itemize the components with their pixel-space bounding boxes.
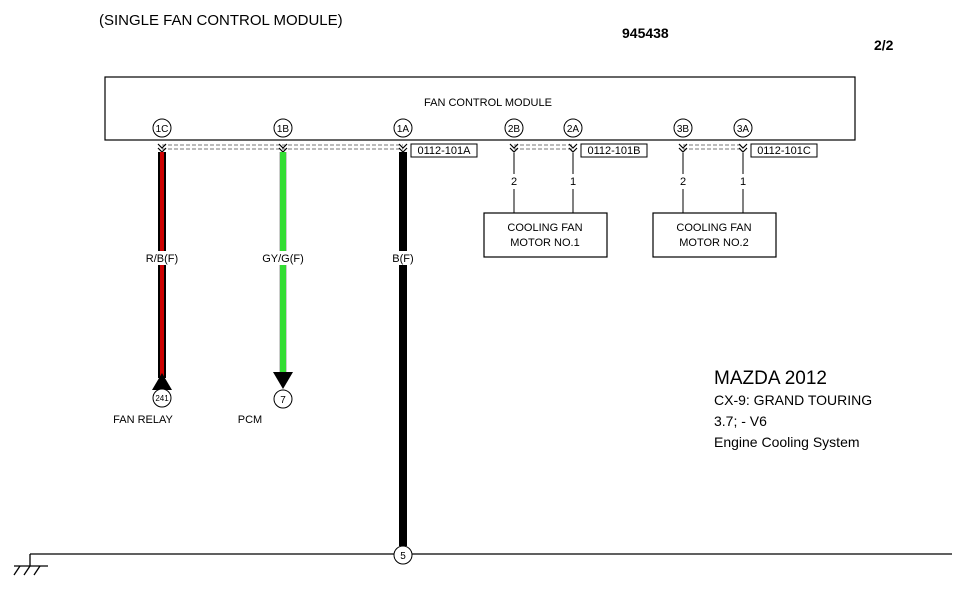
wire-rb-label-bg bbox=[143, 251, 183, 265]
ground-ref: 5 bbox=[393, 545, 413, 565]
module-pin-3a: 3A bbox=[733, 118, 753, 138]
svg-text:1C: 1C bbox=[156, 124, 169, 135]
ground-symbol-icon bbox=[13, 554, 48, 576]
wire-gyg-label: GY/G(F) bbox=[262, 253, 304, 265]
module-pin-2b: 2B bbox=[504, 118, 524, 138]
motor-wires bbox=[513, 153, 744, 213]
svg-text:MOTOR NO.2: MOTOR NO.2 bbox=[679, 237, 748, 249]
page-number: 2/2 bbox=[874, 37, 894, 53]
module-pin-1b: 1B bbox=[273, 118, 293, 138]
svg-text:241: 241 bbox=[155, 394, 169, 403]
vehicle-model: CX-9: GRAND TOURING bbox=[714, 392, 872, 408]
module-pin-3b: 3B bbox=[673, 118, 693, 138]
pcm-ref: 7 bbox=[273, 389, 293, 409]
svg-text:1B: 1B bbox=[277, 124, 290, 135]
svg-text:COOLING FAN: COOLING FAN bbox=[676, 222, 751, 234]
svg-text:0112-101C: 0112-101C bbox=[757, 145, 811, 157]
svg-text:5: 5 bbox=[400, 551, 406, 562]
svg-text:2A: 2A bbox=[567, 124, 580, 135]
cooling-fan-motor-2: COOLING FAN MOTOR NO.2 bbox=[652, 212, 777, 258]
cooling-fan-motor-1: COOLING FAN MOTOR NO.1 bbox=[483, 212, 608, 258]
connector-label-b: 0112-101B bbox=[580, 143, 648, 158]
svg-text:2B: 2B bbox=[508, 124, 521, 135]
motor2-pin-right: 1 bbox=[740, 176, 746, 188]
svg-text:7: 7 bbox=[280, 395, 286, 406]
connector-label-a: 0112-101A bbox=[410, 143, 478, 158]
svg-text:0112-101A: 0112-101A bbox=[417, 145, 471, 157]
fan-relay-label: FAN RELAY bbox=[113, 414, 173, 426]
vehicle-system: Engine Cooling System bbox=[714, 434, 860, 450]
vehicle-make-year: MAZDA 2012 bbox=[714, 368, 827, 389]
module-pin-1a: 1A bbox=[393, 118, 413, 138]
motor1-pin-left: 2 bbox=[511, 176, 517, 188]
wire-b-label: B(F) bbox=[392, 253, 413, 265]
diagram-id: 945438 bbox=[622, 25, 669, 41]
motor1-pin-right: 1 bbox=[570, 176, 576, 188]
diagram-subtitle: (SINGLE FAN CONTROL MODULE) bbox=[99, 12, 343, 29]
svg-text:MOTOR NO.1: MOTOR NO.1 bbox=[510, 237, 579, 249]
connector-c-dashed-line bbox=[683, 144, 743, 150]
wire-b-label-bg bbox=[388, 251, 418, 265]
fan-control-module-label: FAN CONTROL MODULE bbox=[424, 97, 552, 109]
module-pin-1c: 1C bbox=[152, 118, 172, 138]
connector-a-dashed-line bbox=[162, 144, 403, 150]
svg-text:3B: 3B bbox=[677, 124, 690, 135]
wire-rb-label: R/B(F) bbox=[146, 253, 178, 265]
vehicle-engine: 3.7; - V6 bbox=[714, 413, 767, 429]
wire-b bbox=[399, 152, 407, 546]
connector-b-dashed-line bbox=[514, 144, 573, 150]
svg-text:COOLING FAN: COOLING FAN bbox=[507, 222, 582, 234]
svg-text:1A: 1A bbox=[397, 124, 410, 135]
connector-label-c: 0112-101C bbox=[750, 143, 818, 158]
fan-relay-arrow-icon bbox=[152, 373, 172, 390]
module-pin-2a: 2A bbox=[563, 118, 583, 138]
pcm-arrow-icon bbox=[273, 372, 293, 389]
svg-text:0112-101B: 0112-101B bbox=[587, 145, 640, 157]
pcm-label: PCM bbox=[238, 414, 262, 426]
fan-relay-ref: 241 bbox=[152, 388, 172, 408]
svg-text:3A: 3A bbox=[737, 124, 750, 135]
fan-control-module-box bbox=[104, 76, 856, 141]
motor2-pin-left: 2 bbox=[680, 176, 686, 188]
wire-gyg-label-bg bbox=[259, 251, 307, 265]
